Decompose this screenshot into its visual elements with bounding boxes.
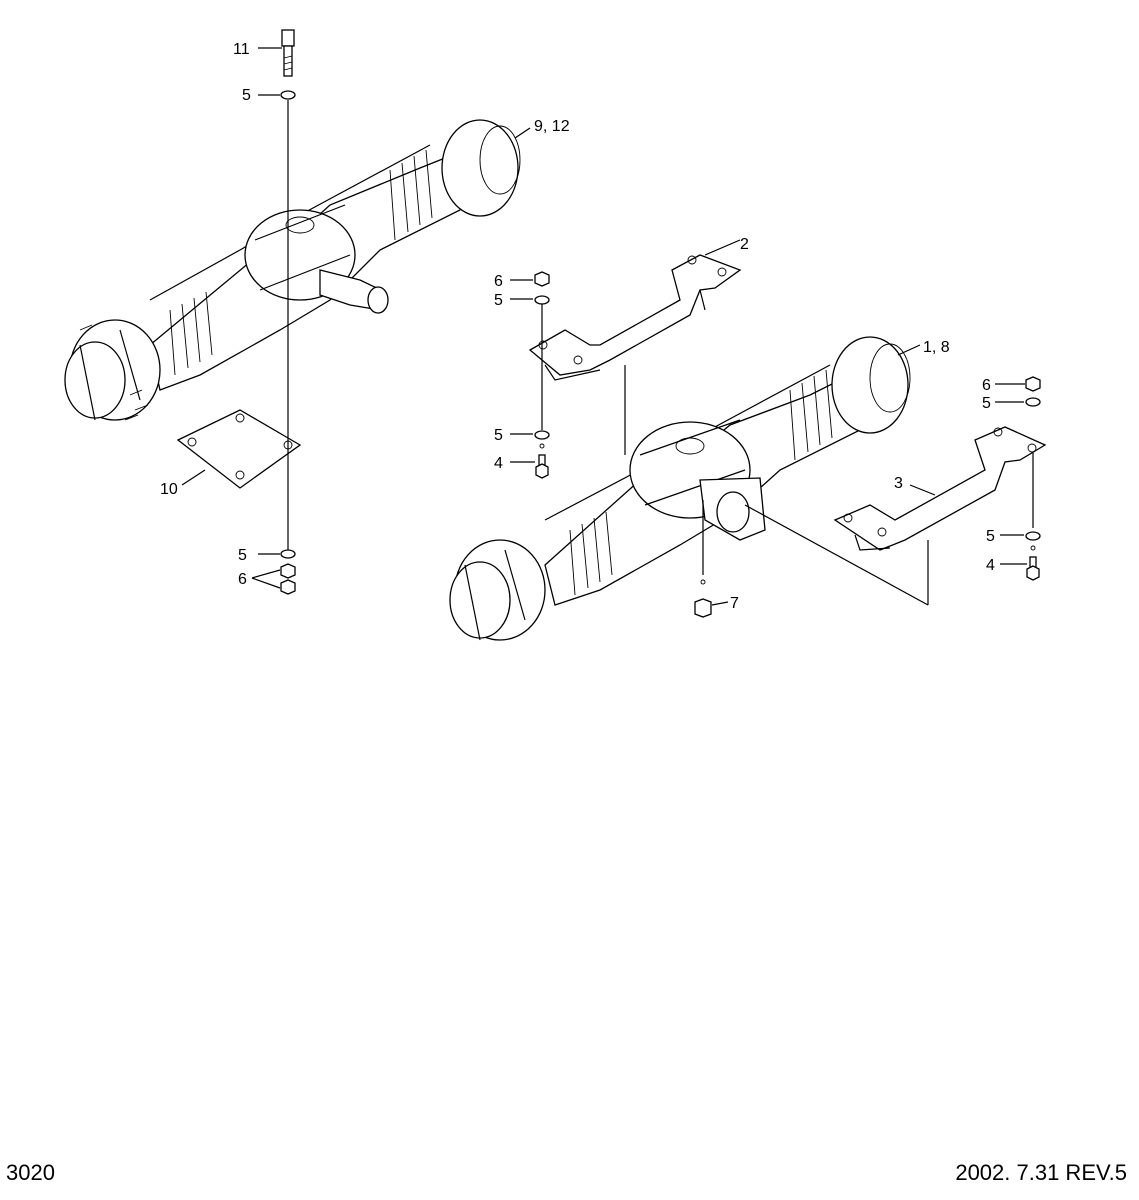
page-number: 3020 (6, 1160, 55, 1185)
callout-11: 11 (233, 41, 250, 58)
washer-5-bottom-icon (280, 549, 296, 559)
front-axle-assembly (449, 336, 911, 641)
callout-6-bracket3: 6 (982, 377, 991, 394)
callout-5-bracket3-bottom: 5 (986, 528, 995, 545)
callout-5-bracket2-top: 5 (494, 292, 503, 309)
callout-4-bracket2: 4 (494, 455, 503, 472)
washer-5-bracket3-top-icon (1025, 397, 1041, 407)
callout-2: 2 (740, 236, 749, 253)
callout-3: 3 (894, 475, 903, 492)
callout-5-top: 5 (242, 87, 251, 104)
washer-5-bracket3-bottom-icon (1025, 531, 1041, 541)
washer-5-bracket2-bottom-icon (534, 430, 550, 440)
washer-5-top-icon (280, 90, 296, 100)
nut-6-lower-icon (280, 579, 296, 595)
bolt-11-icon (281, 29, 295, 77)
callout-6-bracket2: 6 (494, 273, 503, 290)
callout-6-left: 6 (238, 571, 247, 588)
callout-5-bracket2-bottom: 5 (494, 427, 503, 444)
nut-6-bracket3-icon (1025, 376, 1041, 392)
bolt-4-bracket2-icon (535, 454, 549, 479)
bracket-2 (528, 254, 742, 381)
rear-axle-assembly (64, 119, 521, 421)
nut-6-upper-icon (280, 563, 296, 579)
callout-10: 10 (160, 481, 178, 498)
nut-7-icon (694, 598, 712, 618)
revision-label: 2002. 7.31 REV.5 (955, 1160, 1127, 1185)
mounting-pad-10 (176, 409, 302, 489)
bolt-4-bracket3-icon (1026, 556, 1040, 581)
callout-5-bracket3-top: 5 (982, 395, 991, 412)
leader-lines-left (181, 47, 531, 589)
callout-7: 7 (730, 595, 739, 612)
bracket-3 (833, 426, 1047, 551)
callout-5-left-bottom: 5 (238, 547, 247, 564)
callout-1-8: 1, 8 (923, 339, 950, 356)
pad-10-holes (187, 413, 293, 480)
nut-6-bracket2-icon (534, 271, 550, 287)
callout-9-12: 9, 12 (534, 118, 570, 135)
washer-5-bracket2-top-icon (534, 295, 550, 305)
callout-4-bracket3: 4 (986, 557, 995, 574)
leader-lines-right (510, 239, 1034, 606)
